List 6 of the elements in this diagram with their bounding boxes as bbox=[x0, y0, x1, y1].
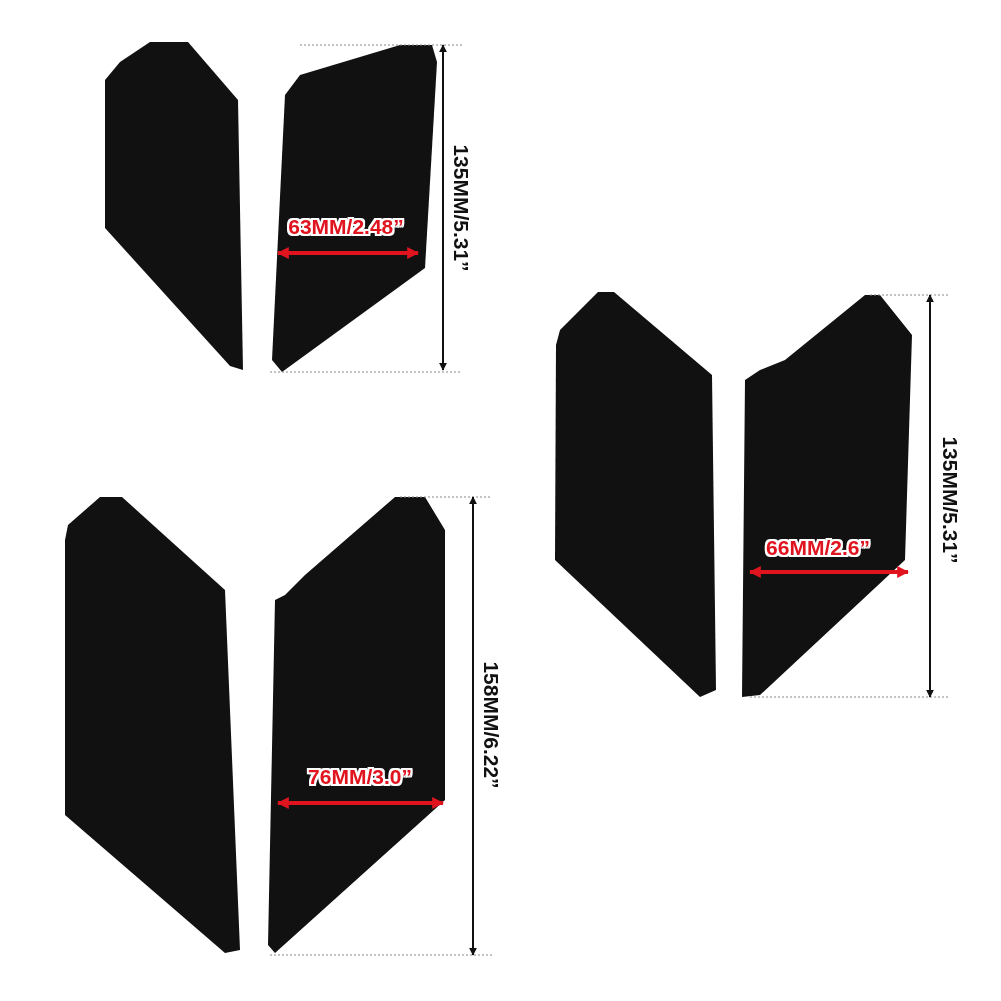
dimension-label: 135MM/5.31” bbox=[939, 436, 961, 564]
dimension-label: 135MM/5.31” bbox=[450, 144, 472, 272]
dimension-label: 76MM/3.0” bbox=[308, 765, 412, 787]
dimension-label: 158MM/6.22” bbox=[480, 661, 502, 789]
dimension-label: 63MM/2.48” bbox=[288, 215, 404, 237]
dimension-label: 66MM/2.6” bbox=[766, 536, 870, 558]
